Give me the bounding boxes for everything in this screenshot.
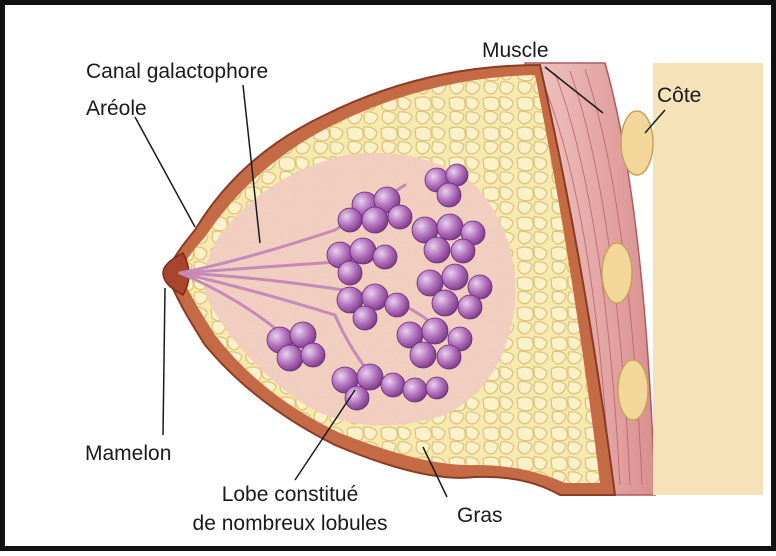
- label-gras: Gras: [457, 504, 503, 528]
- label-areole: Aréole: [86, 97, 147, 121]
- label-mamelon: Mamelon: [85, 442, 171, 466]
- label-lobe-line2: de nombreux lobules: [165, 512, 415, 536]
- rib-area: [653, 63, 763, 495]
- leader-areole: [135, 117, 195, 227]
- leader-mamelon: [163, 288, 165, 435]
- label-muscle: Muscle: [482, 39, 549, 63]
- label-canal-galactophore: Canal galactophore: [86, 60, 268, 84]
- label-lobe-line1: Lobe constitué: [195, 483, 385, 507]
- label-cote: Côte: [657, 84, 701, 108]
